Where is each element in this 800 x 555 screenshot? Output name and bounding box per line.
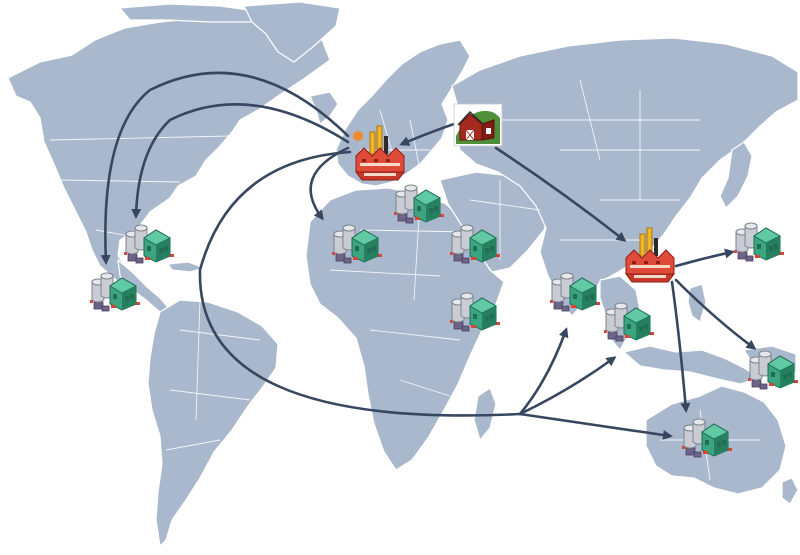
arctic-islands <box>119 3 263 23</box>
japan <box>719 141 753 209</box>
caribbean <box>167 261 205 273</box>
route-china-to-australia <box>670 280 691 413</box>
route-china-to-indonesia <box>674 278 757 350</box>
country-borders <box>49 79 760 481</box>
route-china-to-japan <box>674 248 735 268</box>
factories <box>353 125 675 283</box>
routes <box>100 71 757 440</box>
route-farm-to-china <box>494 146 627 242</box>
greenland <box>243 1 341 63</box>
new-zealand <box>781 477 799 505</box>
location-dot-icon <box>353 131 363 141</box>
route-loop-to-australia <box>518 412 673 440</box>
south-america <box>147 299 279 547</box>
philippines <box>687 283 707 323</box>
route-europe-to-central-america <box>100 71 350 265</box>
route-europe-to-asia-loop <box>198 150 522 417</box>
route-europe-to-north-america <box>131 103 350 219</box>
route-loop-to-india <box>518 327 569 416</box>
route-loop-to-sea <box>518 356 617 416</box>
farm-barn-icon <box>453 103 503 147</box>
